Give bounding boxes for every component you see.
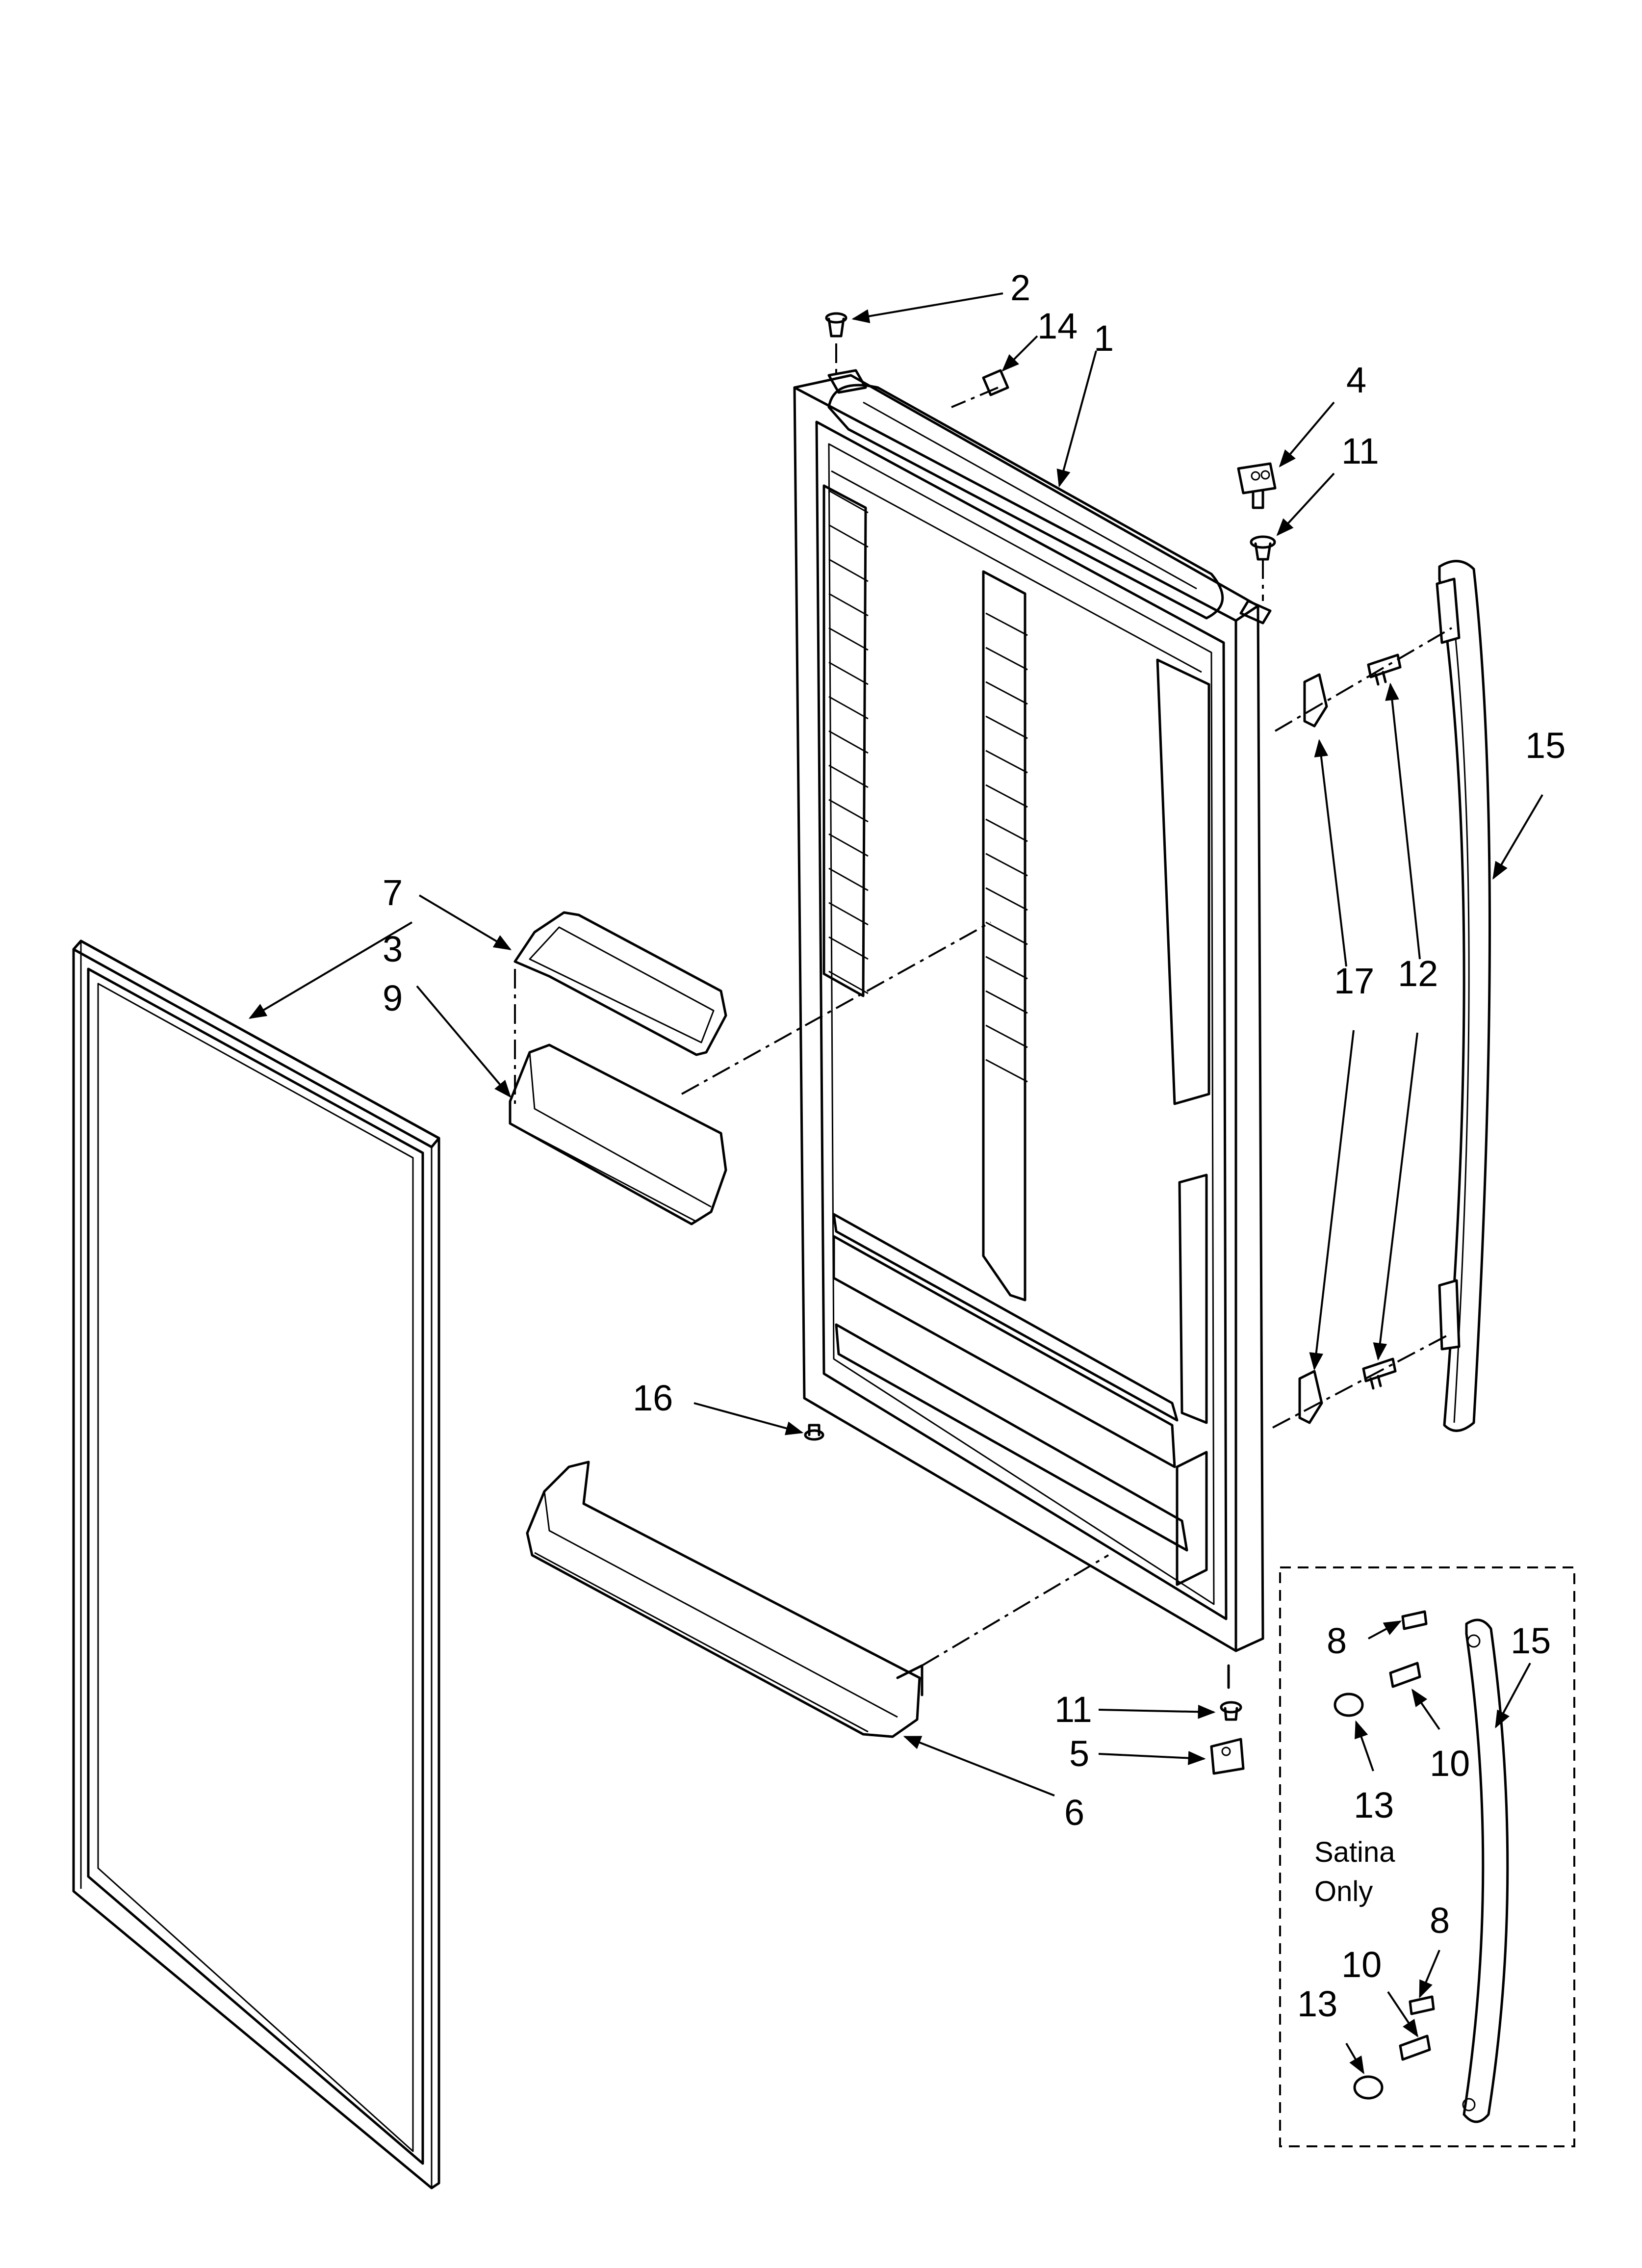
callout-13-bottom: 13 bbox=[1297, 1983, 1337, 2024]
callout-6: 6 bbox=[1064, 1792, 1084, 1833]
door-label bbox=[982, 369, 1009, 396]
callout-labels: 2 14 1 4 11 15 17 12 7 3 9 16 11 5 6 8 1… bbox=[383, 267, 1565, 2024]
center-shelf-ribs bbox=[985, 612, 1028, 1083]
callout-10-top: 10 bbox=[1430, 1743, 1470, 1784]
callout-1: 1 bbox=[1094, 318, 1114, 359]
top-hinge-bracket bbox=[1237, 462, 1277, 509]
satina-note-line1: Satina bbox=[1314, 1836, 1395, 1868]
left-shelf-ribs bbox=[828, 490, 869, 994]
callout-8-bottom: 8 bbox=[1430, 1900, 1450, 1941]
hinge-bushing-bottom bbox=[1220, 1664, 1242, 1721]
door-handle bbox=[1436, 560, 1491, 1432]
hinge-bushing-top bbox=[1250, 535, 1276, 561]
door-gasket bbox=[72, 939, 440, 2190]
callout-2: 2 bbox=[1010, 267, 1030, 308]
handle-clip-bottom bbox=[1298, 1370, 1323, 1424]
callout-15-handle: 15 bbox=[1525, 725, 1565, 766]
leader-lines bbox=[248, 292, 1543, 2075]
satina-note-line2: Only bbox=[1314, 1876, 1373, 1907]
callout-11-bottom: 11 bbox=[1054, 1689, 1092, 1730]
bottom-hinge-bracket bbox=[1210, 1738, 1245, 1775]
callout-7: 7 bbox=[383, 872, 403, 913]
callout-3: 3 bbox=[383, 929, 403, 969]
door-assembly bbox=[793, 369, 1272, 1652]
callout-16: 16 bbox=[633, 1378, 673, 1418]
handle-screw-top bbox=[1367, 653, 1402, 686]
door-bottom-plug bbox=[804, 1424, 824, 1441]
callout-11-top: 11 bbox=[1341, 431, 1379, 471]
callout-10-bottom: 10 bbox=[1341, 1944, 1382, 1985]
callout-17: 17 bbox=[1334, 961, 1374, 1001]
dairy-bin-door bbox=[513, 911, 727, 1056]
callout-5: 5 bbox=[1069, 1733, 1089, 1774]
door-shelf-bin bbox=[526, 1460, 924, 1738]
handle-screw-bottom bbox=[1362, 1357, 1397, 1390]
callout-8-top: 8 bbox=[1327, 1620, 1347, 1661]
callout-13-top: 13 bbox=[1354, 1785, 1394, 1825]
hinge-plug-top bbox=[825, 312, 847, 338]
callout-12: 12 bbox=[1398, 953, 1438, 994]
handle-clip-top bbox=[1303, 673, 1328, 728]
satina-inset: Satina Only bbox=[1279, 1566, 1575, 2147]
assembly-lines bbox=[514, 343, 1453, 1667]
callout-14: 14 bbox=[1037, 306, 1078, 346]
callout-4: 4 bbox=[1346, 360, 1366, 400]
callout-9: 9 bbox=[383, 978, 403, 1018]
callout-15-inset: 15 bbox=[1511, 1620, 1551, 1661]
dairy-bin bbox=[509, 1043, 727, 1225]
